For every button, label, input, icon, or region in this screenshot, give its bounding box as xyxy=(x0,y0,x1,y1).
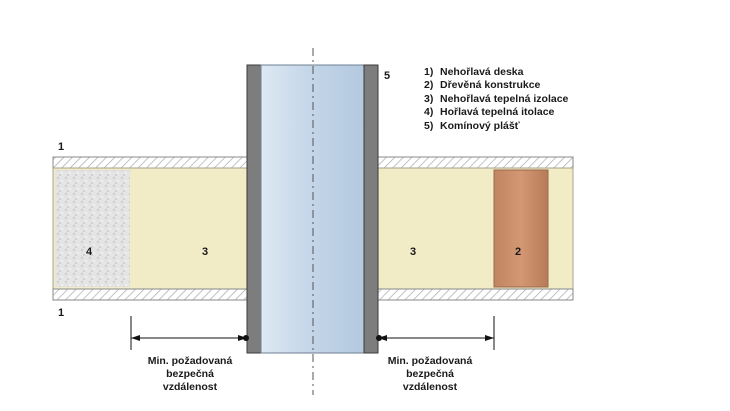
legend-item-1: 1)Nehořlavá deska xyxy=(424,66,524,78)
callout-insulation-right: 3 xyxy=(410,246,416,258)
board-bottom-right xyxy=(377,288,574,301)
arrowhead-left-start xyxy=(131,335,140,341)
combustible-insulation xyxy=(55,170,130,287)
board-top-right xyxy=(377,156,574,169)
legend-item-4: 4)Hořlavá tepelná itolace xyxy=(424,106,555,119)
board-top-left xyxy=(52,156,248,169)
timber-member xyxy=(493,169,549,288)
dimension-label-right: Min. požadovaná bezpečná vzdálenost xyxy=(387,355,473,393)
board-bottom-left xyxy=(52,288,248,301)
legend: 1)Nehořlavá deska 2)Dřevěná konstrukce 3… xyxy=(424,66,568,133)
callout-board-bottom: 1 xyxy=(58,307,64,319)
callout-insulation-left: 3 xyxy=(202,246,208,258)
legend-item-5: 5)Komínový plášť xyxy=(424,119,520,132)
callout-timber: 2 xyxy=(515,246,521,258)
callout-board-top: 1 xyxy=(58,141,64,153)
dimension-dot-left xyxy=(243,335,249,341)
callout-chimney: 5 xyxy=(384,70,390,82)
callout-combustible-insulation: 4 xyxy=(86,246,93,258)
arrowhead-left-end xyxy=(238,335,247,341)
dimension-label-left: Min. požadovaná bezpečná vzdálenost xyxy=(147,355,233,393)
flue xyxy=(260,64,365,354)
arrowhead-right-end xyxy=(485,335,494,341)
chimney-wall-left xyxy=(246,64,262,354)
dimension-dot-right xyxy=(376,335,382,341)
legend-item-3: 3)Nehořlavá tepelná izolace xyxy=(424,92,569,105)
arrowhead-right-start xyxy=(378,335,387,341)
chimney-wall-right xyxy=(363,64,379,354)
legend-item-2: 2)Dřevěná konstrukce xyxy=(424,79,541,92)
